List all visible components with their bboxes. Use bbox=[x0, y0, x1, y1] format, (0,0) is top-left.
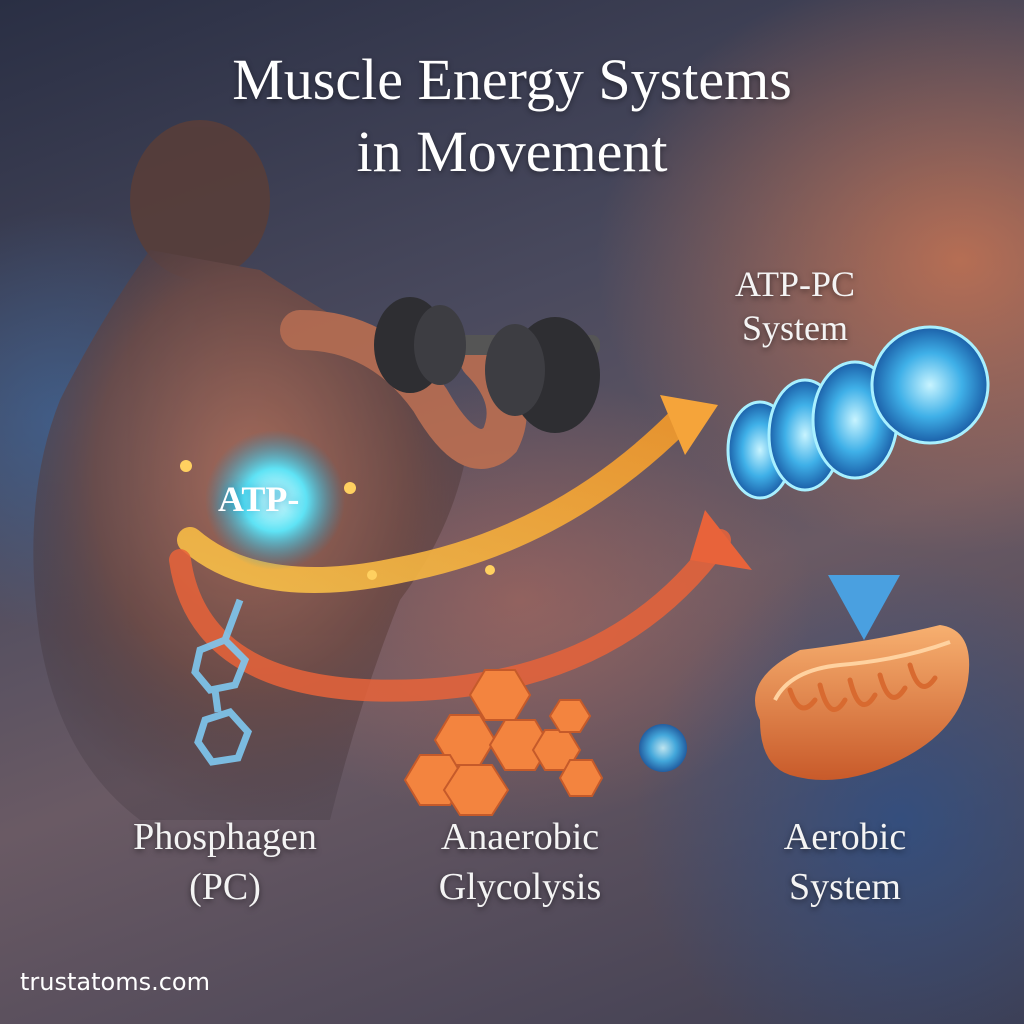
aerobic-line-2: System bbox=[789, 866, 901, 908]
aerobic-label: Aerobic System bbox=[740, 812, 950, 912]
anaerobic-label: Anaerobic Glycolysis bbox=[400, 812, 640, 912]
phosphagen-label: Phosphagen (PC) bbox=[90, 812, 360, 912]
bubble-icon bbox=[639, 724, 687, 772]
atp-pc-line-2: System bbox=[741, 308, 848, 348]
title-line-1: Muscle Energy Systems bbox=[232, 47, 792, 112]
title-line-2: in Movement bbox=[356, 119, 668, 184]
aerobic-line-1: Aerobic bbox=[783, 816, 907, 858]
glycolysis-hexagons-icon bbox=[403, 669, 604, 816]
atp-glow-icon bbox=[205, 430, 345, 570]
watermark: trustatoms.com bbox=[20, 968, 210, 996]
phosphagen-line-2: (PC) bbox=[189, 866, 261, 908]
atp-core-label: ATP- bbox=[218, 479, 300, 519]
anaerobic-line-2: Glycolysis bbox=[438, 866, 602, 908]
anaerobic-line-1: Anaerobic bbox=[440, 816, 600, 858]
red-arrow bbox=[169, 529, 731, 702]
page-title: Muscle Energy Systems in Movement bbox=[0, 44, 1024, 188]
atp-pc-cells-icon bbox=[726, 325, 990, 500]
phosphagen-line-1: Phosphagen bbox=[133, 816, 317, 858]
orange-arrow bbox=[177, 407, 693, 593]
phosphagen-molecule-icon bbox=[191, 598, 253, 766]
dumbbell-icon bbox=[374, 297, 600, 433]
energy-node-icons bbox=[180, 460, 495, 580]
atp-pc-line-1: ATP-PC bbox=[734, 264, 856, 304]
mitochondrion-icon bbox=[755, 625, 970, 780]
atp-pc-system-label: ATP-PC System bbox=[690, 262, 900, 350]
